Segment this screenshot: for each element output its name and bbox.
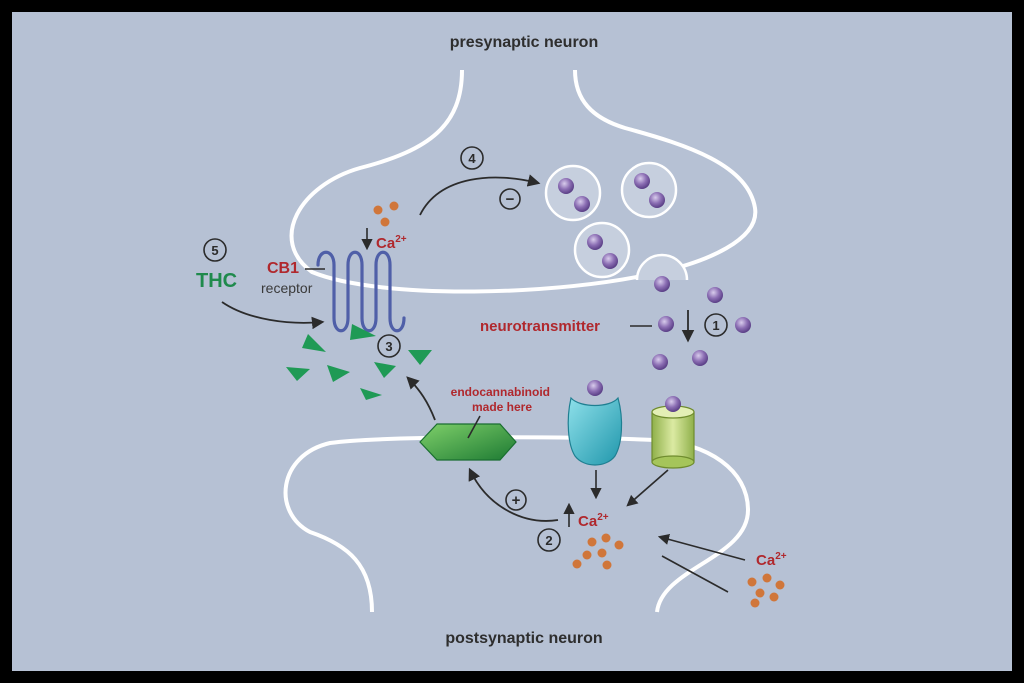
external-calcium-stream [661, 555, 729, 593]
neurotransmitter-label: neurotransmitter [480, 318, 600, 335]
bound-neurotransmitter [587, 380, 603, 396]
step-4-badge: 4 [460, 146, 484, 170]
cb1-receptor [316, 250, 406, 333]
stimulation-arrow [468, 467, 559, 522]
thc-binding-arrow [221, 301, 325, 330]
neurotransmitter-molecules [652, 287, 751, 370]
vesicle [544, 164, 602, 222]
presynaptic-membrane [289, 69, 758, 294]
presynaptic-calcium-ions [373, 201, 399, 227]
fusing-vesicle [635, 253, 689, 292]
postsynaptic-calcium-ions [572, 533, 624, 570]
retrograde-arrow [406, 376, 436, 421]
stimulate-sign: + [505, 489, 527, 511]
svg-text:−: − [506, 191, 515, 208]
svg-text:2: 2 [545, 533, 552, 548]
inhibition-arrow [419, 174, 541, 216]
cb1-label: CB1 [267, 260, 299, 277]
inhibit-sign: − [499, 188, 521, 210]
endocannabinoid-leader [467, 415, 481, 439]
endocannabinoid-molecules [286, 324, 432, 400]
endocannabinoid-label: endocannabinoid made here [451, 385, 554, 414]
external-calcium-label: Ca2+ [756, 551, 787, 569]
vesicle [573, 221, 631, 279]
lime-ion-channel [651, 405, 695, 469]
step-2-badge: 2 [537, 528, 561, 552]
endocannabinoid-synthesis-enzyme [419, 423, 517, 461]
svg-text:3: 3 [385, 339, 392, 354]
external-calcium-ions [747, 573, 785, 608]
vesicle [620, 161, 678, 219]
postsynaptic-calcium-label: Ca2+ [578, 512, 609, 530]
step-1-badge: 1 [704, 313, 728, 337]
step-5-badge: 5 [203, 238, 227, 262]
cyan-receptor-channel [567, 396, 623, 466]
receptor-label: receptor [261, 280, 313, 296]
svg-text:1: 1 [712, 318, 719, 333]
svg-text:5: 5 [211, 243, 218, 258]
presynaptic-calcium-label: Ca2+ [376, 234, 407, 252]
diagram-background [12, 12, 1012, 671]
thc-label: THC [196, 270, 237, 292]
external-calcium-arrow [657, 533, 746, 561]
svg-text:4: 4 [468, 151, 476, 166]
svg-text:+: + [512, 492, 521, 509]
step-3-badge: 3 [377, 334, 401, 358]
bound-neurotransmitter [665, 396, 681, 412]
postsynaptic-label: postsynaptic neuron [445, 630, 602, 647]
calcium-flow-arrow [626, 469, 669, 507]
presynaptic-label: presynaptic neuron [450, 34, 598, 51]
